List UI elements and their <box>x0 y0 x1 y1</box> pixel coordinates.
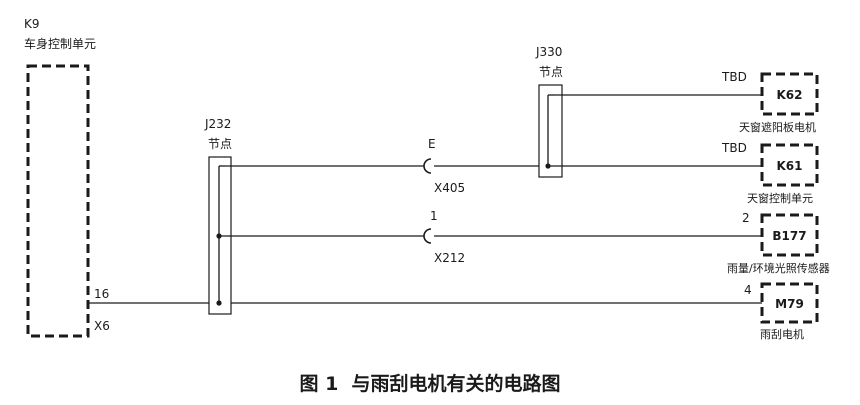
module-m79-pin: 4 <box>744 283 752 297</box>
module-k61: K61 TBD 天窗控制单元 <box>721 141 819 205</box>
module-k62-box <box>760 72 819 116</box>
module-b177-box <box>760 213 819 257</box>
module-m79-code: M79 <box>775 297 804 311</box>
module-k9-pin: 16 <box>94 287 109 301</box>
module-m79-name: 雨刮电机 <box>760 327 804 341</box>
module-k9: K9 车身控制单元 16 X6 <box>24 17 110 338</box>
connector-x212-code: X212 <box>434 251 465 265</box>
splice-j232-label: 节点 <box>208 137 232 151</box>
module-k62-code: K62 <box>777 88 803 102</box>
splice-j330: J330 节点 <box>535 45 563 178</box>
module-b177-pin: 2 <box>742 211 750 225</box>
module-m79-box <box>760 282 819 324</box>
module-k9-connector: X6 <box>94 319 110 333</box>
module-k61-pin: TBD <box>721 141 747 155</box>
connector-x212-pin: 1 <box>430 209 438 223</box>
module-k9-code: K9 <box>24 17 40 31</box>
module-b177-name: 雨量/环境光照传感器 <box>727 261 830 275</box>
figure-caption: 图 1 与雨刮电机有关的电路图 <box>299 372 560 395</box>
splice-j232-code: J232 <box>204 117 231 131</box>
connector-x405-pin: E <box>428 137 436 151</box>
splice-j232: J232 节点 <box>204 117 232 315</box>
connector-x405: E X405 <box>423 137 465 195</box>
connector-x405-symbol <box>423 158 432 174</box>
module-k61-box <box>760 143 819 187</box>
connector-x405-code: X405 <box>434 181 465 195</box>
connector-x212-symbol <box>423 228 432 244</box>
splice-j330-box <box>538 84 563 178</box>
splice-j232-node-main <box>216 300 222 306</box>
module-b177-code: B177 <box>772 229 806 243</box>
module-k61-code: K61 <box>777 159 803 173</box>
module-k9-name: 车身控制单元 <box>24 36 96 51</box>
module-m79: M79 4 雨刮电机 <box>744 282 819 341</box>
module-k9-box <box>26 64 90 338</box>
module-k62-pin: TBD <box>721 70 747 84</box>
module-k61-name: 天窗控制单元 <box>747 191 813 205</box>
module-k62: K62 TBD 天窗遮阳板电机 <box>721 70 819 134</box>
splice-j330-code: J330 <box>535 45 562 59</box>
splice-j330-label: 节点 <box>539 65 563 79</box>
module-k62-name: 天窗遮阳板电机 <box>739 120 816 134</box>
module-b177: B177 2 雨量/环境光照传感器 <box>727 211 830 275</box>
connector-x212: 1 X212 <box>423 209 465 265</box>
